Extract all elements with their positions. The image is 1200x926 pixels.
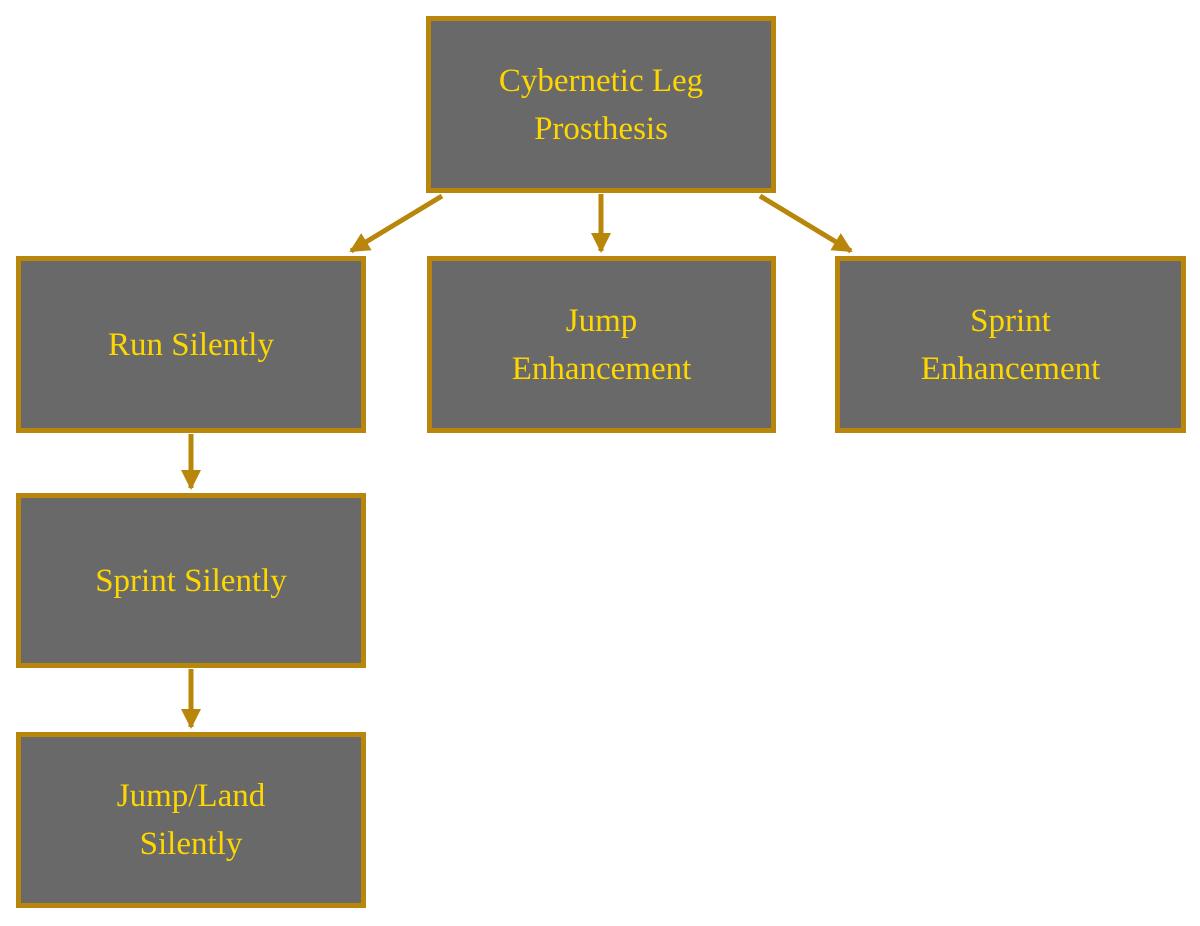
node-label-line: Enhancement: [920, 350, 1101, 387]
edge-cybernetic-to-sprint-enhancement-arrow: [758, 193, 853, 254]
node-jump-enhancement: Jump Enhancement: [427, 256, 776, 433]
node-label-line: Run Silently: [108, 326, 274, 363]
node-label-line: Prosthesis: [534, 110, 668, 147]
node-label-line: Jump/Land: [116, 778, 266, 814]
node-cybernetic-leg-prosthesis: Cybernetic Leg Prosthesis: [426, 16, 776, 193]
node-label-line: Enhancement: [511, 350, 692, 387]
node-label: Sprint Enhancement: [921, 297, 1101, 393]
node-label-line: Sprint: [970, 302, 1051, 339]
node-run-silently: Run Silently: [16, 256, 366, 433]
node-label-line: Cybernetic Leg: [498, 62, 704, 99]
node-label: Jump/Land Silently: [117, 772, 265, 868]
edge-cybernetic-to-run-arrow: [349, 193, 444, 254]
node-label-line: Jump: [565, 302, 638, 339]
node-jump-land-silently: Jump/Land Silently: [16, 732, 366, 908]
node-label: Sprint Silently: [95, 557, 287, 605]
node-label-line: Silently: [139, 826, 243, 862]
node-label: Cybernetic Leg Prosthesis: [499, 57, 703, 153]
node-sprint-enhancement: Sprint Enhancement: [835, 256, 1186, 433]
node-label: Jump Enhancement: [512, 297, 692, 393]
node-label-line: Sprint Silently: [95, 562, 287, 599]
node-sprint-silently: Sprint Silently: [16, 493, 366, 668]
node-label: Run Silently: [108, 321, 274, 369]
